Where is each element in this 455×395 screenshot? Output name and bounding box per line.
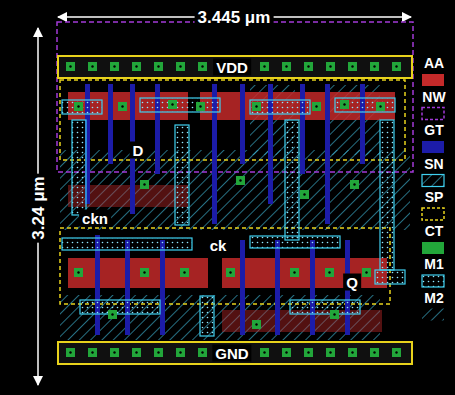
legend-sample — [422, 175, 444, 187]
legend-label: M1 — [424, 257, 443, 271]
legend-label: M2 — [424, 291, 443, 305]
rail-label: GND — [212, 345, 251, 362]
legend-label: GT — [424, 123, 443, 137]
p-implant — [60, 228, 390, 304]
n-well — [57, 22, 413, 172]
legend-label: SP — [425, 190, 444, 204]
gnd-rail — [58, 342, 412, 364]
legend-sample — [422, 208, 444, 220]
signal-label: ckn — [79, 210, 111, 227]
legend-sample — [422, 309, 444, 321]
m2-metal — [60, 85, 410, 340]
legend-label: AA — [424, 56, 444, 70]
legend-label: CT — [425, 224, 444, 238]
signal-label: Q — [343, 274, 361, 291]
width-dimension-label: 3.445 μm — [195, 8, 274, 27]
legend-sample — [422, 108, 444, 120]
m1-metal — [62, 98, 405, 336]
legend-sample — [422, 275, 444, 287]
rail-label: VDD — [213, 59, 251, 76]
poly-gate — [85, 84, 365, 335]
height-dimension-label: 3.24 μm — [29, 173, 48, 242]
legend-swatch — [422, 74, 444, 86]
signal-label: D — [130, 142, 147, 159]
legend-swatch — [422, 242, 444, 254]
vdd-rail — [58, 56, 412, 78]
legend-label: NW — [422, 90, 445, 104]
legend-label: SN — [424, 157, 443, 171]
legend-swatch — [422, 141, 444, 153]
contact — [66, 62, 401, 357]
signal-label: ck — [207, 237, 230, 254]
